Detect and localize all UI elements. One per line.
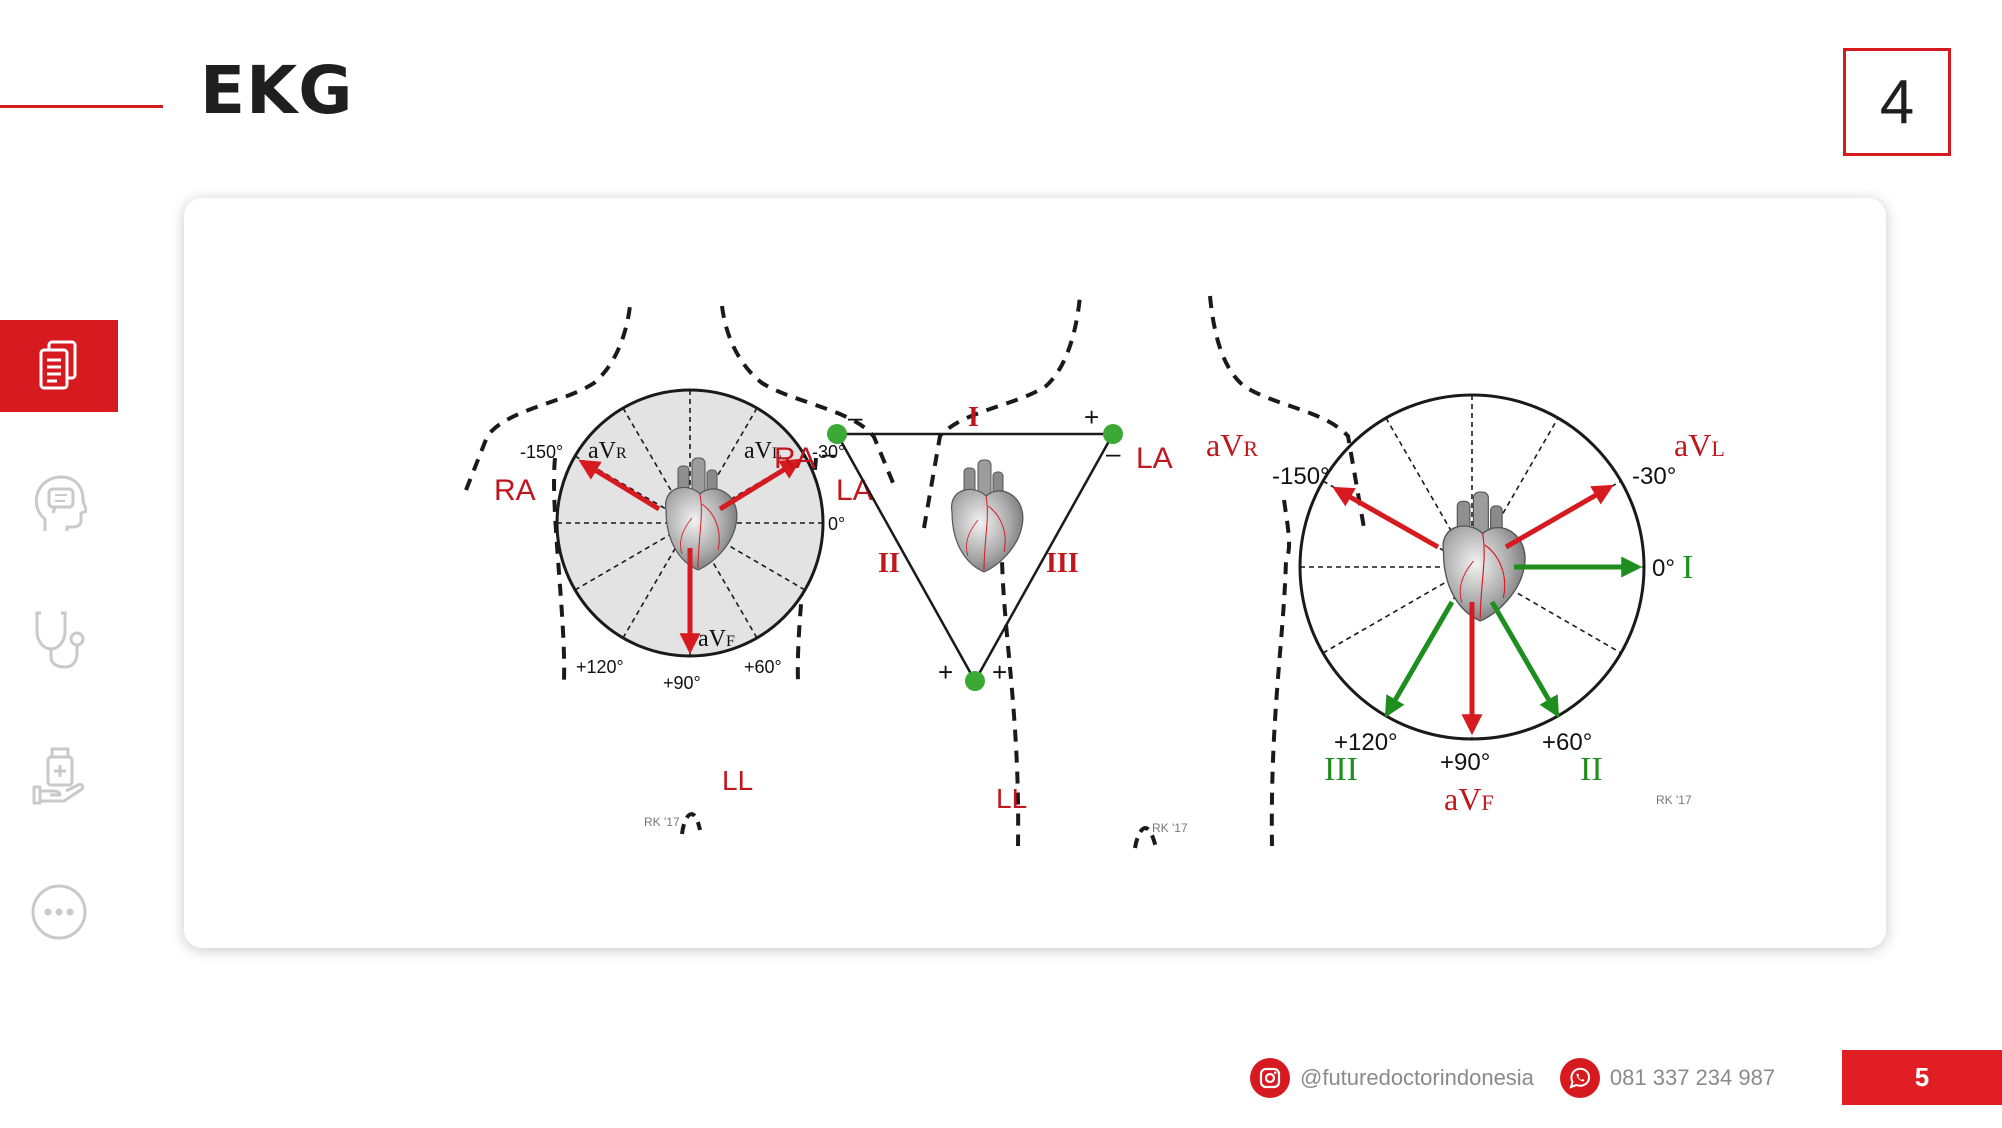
left-deg-90: +90°	[663, 673, 701, 693]
lead-ii-minus: –	[822, 438, 837, 468]
document-icon	[39, 340, 77, 390]
right-lead-iii: III	[1324, 751, 1358, 788]
left-avr-label: aVR	[588, 438, 627, 464]
left-deg-m150: -150°	[520, 442, 563, 462]
lead-ii-plus: +	[938, 657, 953, 687]
left-ll-label: LL	[722, 765, 753, 796]
title-accent-line	[0, 105, 163, 108]
right-avr-label: aVR	[1206, 427, 1258, 463]
right-deg-90: +90°	[1440, 749, 1490, 776]
middle-lead-ii: II	[878, 548, 900, 579]
page-number: 5	[1842, 1050, 2002, 1105]
middle-lead-iii: III	[1046, 548, 1079, 579]
ekg-diagram: RA LA LL -150° -30° 0° +120° +90° +60° a…	[464, 295, 1725, 849]
left-deg-m30: -30°	[812, 442, 845, 462]
einthoven-triangle-diagram: – + – – + + RA LA LL I II III RK '17	[774, 295, 1366, 849]
middle-ra-label: RA	[774, 442, 816, 475]
right-deg-m30: -30°	[1632, 463, 1676, 490]
right-avl-label: aVL	[1674, 427, 1725, 463]
sidebar-item-documents[interactable]	[0, 320, 118, 412]
right-deg-m150: -150°	[1272, 463, 1330, 490]
ekg-diagram-card: RA LA LL -150° -30° 0° +120° +90° +60° a…	[184, 198, 1886, 948]
right-lead-ii: II	[1580, 751, 1603, 788]
left-deg-120: +120°	[576, 657, 624, 677]
hexaxial-reference-diagram: -150° -30° 0° +120° +90° +60° aVR aVL aV…	[1206, 393, 1725, 817]
left-avl-label: aVL	[744, 438, 782, 464]
right-lead-i: I	[1682, 549, 1693, 586]
lead-iii-plus: +	[992, 657, 1007, 687]
whatsapp-number: 081 337 234 987	[1609, 1065, 1776, 1090]
middle-la-label: LA	[1136, 442, 1173, 475]
footer-contacts: @futuredoctorindonesia 081 337 234 987	[1250, 1050, 1801, 1106]
middle-lead-i: I	[968, 402, 979, 433]
right-deg-120: +120°	[1334, 729, 1398, 756]
instagram-icon	[1250, 1058, 1290, 1098]
left-avf-label: aVF	[698, 626, 735, 652]
instagram-contact[interactable]: @futuredoctorindonesia	[1250, 1058, 1534, 1098]
head-brain-icon	[34, 475, 87, 531]
stethoscope-icon	[35, 611, 85, 669]
sidebar-item-head[interactable]	[0, 458, 118, 550]
right-signature: RK '17	[1656, 793, 1692, 807]
left-signature: RK '17	[644, 815, 680, 829]
whatsapp-contact[interactable]: 081 337 234 987	[1559, 1058, 1776, 1098]
lead-i-plus: +	[1084, 402, 1099, 432]
more-dots-icon	[31, 884, 87, 940]
left-deg-0: 0°	[828, 514, 845, 534]
lead-iii-minus: –	[1106, 438, 1121, 468]
right-deg-60: +60°	[1542, 729, 1592, 756]
left-la-label: LA	[836, 474, 873, 507]
left-deg-60: +60°	[744, 657, 782, 677]
sidebar-item-more[interactable]	[0, 866, 118, 958]
hexaxial-chest-diagram: RA LA LL -150° -30° 0° +120° +90° +60° a…	[464, 305, 898, 835]
instagram-handle: @futuredoctorindonesia	[1300, 1065, 1534, 1090]
sidebar-item-stethoscope[interactable]	[0, 594, 118, 686]
whatsapp-icon	[1559, 1058, 1600, 1098]
chapter-number: 4	[1879, 67, 1915, 137]
right-avf-label: aVF	[1444, 781, 1494, 817]
left-ra-label: RA	[494, 474, 536, 507]
hand-medicine-icon	[32, 747, 85, 805]
middle-ll-label: LL	[996, 783, 1027, 814]
right-deg-0: 0°	[1652, 555, 1675, 582]
page-title: EKG	[200, 52, 354, 129]
chapter-number-box: 4	[1843, 48, 1951, 156]
middle-signature: RK '17	[1152, 821, 1188, 835]
lead-i-minus: –	[848, 402, 863, 432]
sidebar-item-medicine[interactable]	[0, 730, 118, 822]
